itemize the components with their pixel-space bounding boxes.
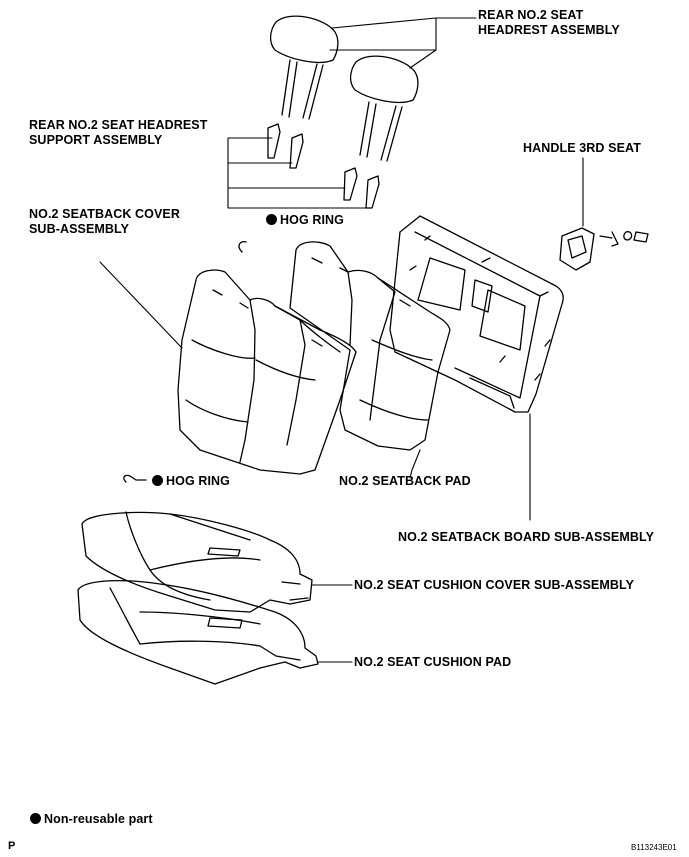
figure-code: B113243E01 [631, 843, 677, 852]
non-reusable-dot-icon [266, 214, 277, 225]
label-hog-ring-top: HOG RING [266, 213, 344, 228]
headrest-left [269, 15, 339, 120]
seat-cushion-cover-part [81, 511, 313, 613]
legend-non-reusable: Non-reusable part [30, 812, 153, 827]
label-cushion-cover: NO.2 SEAT CUSHION COVER SUB-ASSEMBLY [354, 578, 635, 592]
leader-headrest-assembly [329, 17, 477, 69]
seatback-board-part [389, 215, 564, 413]
non-reusable-dot-icon [152, 475, 163, 486]
non-reusable-dot-icon [30, 813, 41, 824]
label-handle-3rd-seat: HANDLE 3RD SEAT [523, 141, 641, 155]
handle-3rd-seat-part [559, 227, 649, 271]
headrest-supports [267, 123, 380, 209]
page-marker: P [8, 840, 16, 852]
label-seatback-cover: NO.2 SEATBACK COVER SUB-ASSEMBLY [29, 207, 180, 236]
hog-ring-top-part [238, 240, 247, 253]
label-seatback-pad: NO.2 SEATBACK PAD [339, 474, 471, 488]
label-cushion-pad: NO.2 SEAT CUSHION PAD [354, 655, 512, 669]
hog-ring-bottom-part [123, 474, 147, 483]
label-seatback-board: NO.2 SEATBACK BOARD SUB-ASSEMBLY [398, 530, 655, 544]
seatback-cover-part [177, 269, 357, 475]
label-headrest-support: REAR NO.2 SEAT HEADREST SUPPORT ASSEMBLY [29, 118, 208, 147]
leader-seatback-pad [409, 449, 421, 479]
leader-seatback-cover [99, 261, 183, 349]
leader-headrest-support [227, 137, 371, 209]
label-hog-ring-bottom: HOG RING [152, 474, 230, 489]
headrest-right [349, 55, 419, 162]
seatback-pad-part [289, 241, 451, 451]
seat-cushion-pad-part [77, 579, 319, 685]
label-headrest-assembly: REAR NO.2 SEAT HEADREST ASSEMBLY [478, 8, 620, 37]
